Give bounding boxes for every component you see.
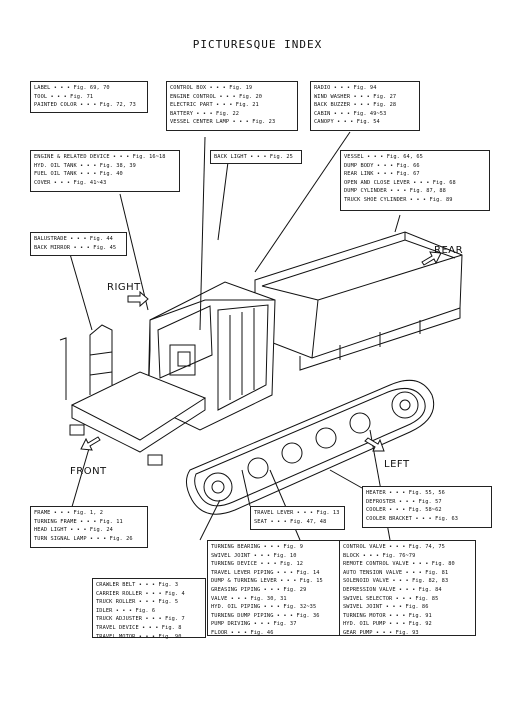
callout-line: BLOCK • • • Fig. 76~79 xyxy=(343,552,416,559)
callout-line: BACK LIGHT • • • Fig. 25 xyxy=(214,154,293,160)
callout-line: OPEN AND CLOSE LEVER • • • Fig. 68 xyxy=(344,179,456,186)
callout-line: SWIVEL JOINT • • • Fig. 86 xyxy=(343,604,429,611)
callout-line: ELECTRIC PART • • • Fig. 21 xyxy=(170,102,259,109)
callout-line: FUEL OIL TANK • • • Fig. 40 xyxy=(34,171,123,178)
callout-line: CONTROL VALVE • • • Fig. 74, 75 xyxy=(343,544,445,550)
callout-line: TURNING DEVICE • • • Fig. 12 xyxy=(211,561,304,568)
callout-engine: ENGINE & RELATED DEVICE • • • Fig. 16~18… xyxy=(30,150,180,192)
callout-line: HYD. OIL TANK • • • Fig. 38, 39 xyxy=(34,162,136,169)
callout-radio-cabin: RADIO • • • Fig. 94 WIND WASHER • • • Fi… xyxy=(310,81,420,131)
callout-control-box: CONTROL BOX • • • Fig. 19 ENGINE CONTROL… xyxy=(166,81,298,131)
callout-frame: FRAME • • • Fig. 1, 2 TURNING FRAME • • … xyxy=(30,506,148,548)
callout-line: VALVE • • • Fig. 30, 31 xyxy=(211,595,287,602)
callout-line: TURN SIGNAL LAMP • • • Fig. 26 xyxy=(34,535,133,542)
callout-line: COOLER • • • Fig. 58~62 xyxy=(366,507,442,514)
callout-line: HYD. OIL PUMP • • • Fig. 92 xyxy=(343,621,432,628)
direction-rear-label: REAR xyxy=(434,245,464,256)
callout-line: DUMP CYLINDER • • • Fig. 87, 88 xyxy=(344,188,446,195)
callout-back-light: BACK LIGHT • • • Fig. 25 xyxy=(210,150,302,164)
callout-line: TURNING FRAME • • • Fig. 11 xyxy=(34,518,123,525)
callout-control-valve: CONTROL VALVE • • • Fig. 74, 75 BLOCK • … xyxy=(339,540,476,636)
callout-vessel: VESSEL • • • Fig. 64, 65 DUMP BODY • • •… xyxy=(340,150,490,211)
callout-line: VESSEL CENTER LAMP • • • Fig. 23 xyxy=(170,119,276,126)
callout-line: FRAME • • • Fig. 1, 2 xyxy=(34,510,104,516)
callout-line: BATTERY • • • Fig. 22 xyxy=(170,110,240,117)
callout-line: DEPRESSION VALVE • • • Fig. 84 xyxy=(343,586,442,593)
callout-line: HEATER • • • Fig. 55, 56 xyxy=(366,490,445,496)
callout-line: RADIO • • • Fig. 94 xyxy=(314,85,377,91)
callout-balustrade: BALUSTRADE • • • Fig. 44 BACK MIRROR • •… xyxy=(30,232,127,256)
direction-front-label: FRONT xyxy=(70,466,107,477)
callout-line: TURNING MOTOR • • • Fig. 91 xyxy=(343,612,432,619)
callout-line: ENGINE CONTROL • • • Fig. 20 xyxy=(170,93,263,100)
callout-line: HEAD LIGHT • • • Fig. 24 xyxy=(34,527,113,534)
callout-line: TOOL • • • Fig. 71 xyxy=(34,93,94,100)
callout-travel-lever: TRAVEL LEVER • • • Fig. 13 SEAT • • • Fi… xyxy=(250,506,345,530)
callout-line: TRUCK ROLLER • • • Fig. 5 xyxy=(96,599,179,606)
callout-line: TRAVEL DEVICE • • • Fig. 8 xyxy=(96,624,182,631)
callout-line: SWIVEL SELECTOR • • • Fig. 85 xyxy=(343,595,439,602)
callout-line: BACK MIRROR • • • Fig. 45 xyxy=(34,244,117,251)
callout-line: BACK BUZZER • • • Fig. 28 xyxy=(314,102,397,109)
callout-line: PUMP DRIVING • • • Fig. 37 xyxy=(211,621,297,628)
callout-line: CANOPY • • • Fig. 54 xyxy=(314,119,380,126)
callout-turning: TURNING BEARING • • • Fig. 9 SWIVEL JOIN… xyxy=(207,540,339,636)
callout-line: DUMP & TURNING LEVER • • • Fig. 15 xyxy=(211,578,323,585)
direction-arrows xyxy=(80,251,442,452)
callout-line: ENGINE & RELATED DEVICE • • • Fig. 16~18 xyxy=(34,154,166,160)
callout-line: TRUCK SHOE CYLINDER • • • Fig. 89 xyxy=(344,196,453,203)
callout-line: TURNING DUMP PIPING • • • Fig. 36 xyxy=(211,612,320,619)
callout-line: TRUCK ADJUSTER • • • Fig. 7 xyxy=(96,616,185,623)
callout-line: WIND WASHER • • • Fig. 27 xyxy=(314,93,397,100)
direction-left-label: LEFT xyxy=(384,459,410,470)
front-deck xyxy=(59,324,207,466)
callout-line: PAINTED COLOR • • • Fig. 72, 73 xyxy=(34,102,136,109)
callout-line: GREASING PIPING • • • Fig. 29 xyxy=(211,586,307,593)
callout-line: TRAVEL LEVER PIPING • • • Fig. 14 xyxy=(211,569,320,576)
callout-line: CONTROL BOX • • • Fig. 19 xyxy=(170,85,253,91)
callout-line: TRAVEL LEVER • • • Fig. 13 xyxy=(254,510,340,516)
page-title: PICTURESQUE INDEX xyxy=(192,38,323,51)
callout-line: COVER • • • Fig. 41~43 xyxy=(34,179,107,186)
callout-line: LABEL • • • Fig. 69, 70 xyxy=(34,85,110,91)
callout-line: FLOOR • • • Fig. 46 xyxy=(211,629,274,636)
callout-crawler: CRAWLER BELT • • • Fig. 3 CARRIER ROLLER… xyxy=(92,578,206,640)
direction-right-label: RIGHT xyxy=(107,282,141,293)
callout-line: SWIVEL JOINT • • • Fig. 10 xyxy=(211,552,297,559)
callout-line: REAR LINK • • • Fig. 67 xyxy=(344,171,420,178)
callout-line: TURNING BEARING • • • Fig. 9 xyxy=(211,544,304,550)
callout-label-tool-paint: LABEL • • • Fig. 69, 70 TOOL • • • Fig. … xyxy=(30,81,148,113)
callout-line: CARRIER ROLLER • • • Fig. 4 xyxy=(96,590,185,597)
callout-line: SEAT • • • Fig. 47, 48 xyxy=(254,518,327,525)
callout-line: HYD. OIL PIPING • • • Fig. 32~35 xyxy=(211,604,317,611)
callout-line: TRAVEL MOTOR • • • Fig. 90 xyxy=(96,633,182,640)
crawler-track xyxy=(186,379,435,515)
callout-line: AUTO TENSION VALVE • • • Fig. 81 xyxy=(343,569,449,576)
callout-line: BALUSTRADE • • • Fig. 44 xyxy=(34,236,113,242)
callout-line: DUMP BODY • • • Fig. 66 xyxy=(344,162,420,169)
callout-heater: HEATER • • • Fig. 55, 56 DEFROSTER • • •… xyxy=(362,486,492,528)
callout-line: REMOTE CONTROL VALVE • • • Fig. 80 xyxy=(343,561,455,568)
callout-line: CABIN • • • Fig. 49~53 xyxy=(314,110,387,117)
callout-line: SOLENOID VALVE • • • Fig. 82, 83 xyxy=(343,578,449,585)
callout-line: DEFROSTER • • • Fig. 57 xyxy=(366,498,442,505)
callout-line: VESSEL • • • Fig. 64, 65 xyxy=(344,154,423,160)
callout-line: COOLER BRACKET • • • Fig. 63 xyxy=(366,515,459,522)
callout-line: CRAWLER BELT • • • Fig. 3 xyxy=(96,582,179,588)
callout-line: IDLER • • • Fig. 6 xyxy=(96,607,156,614)
callout-line: GEAR PUMP • • • Fig. 93 xyxy=(343,629,419,636)
